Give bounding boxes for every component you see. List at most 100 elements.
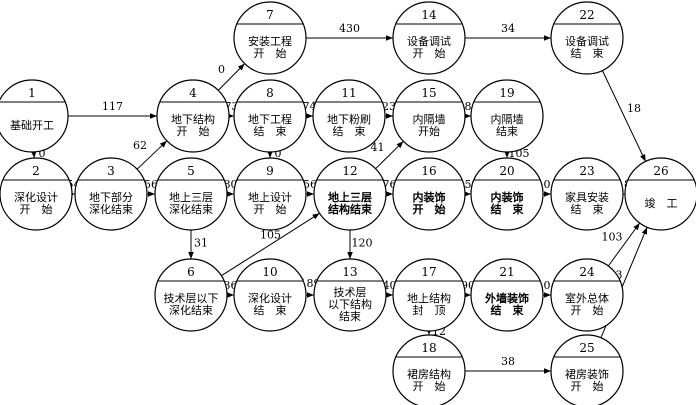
edge-duration-label: 0 (275, 147, 282, 160)
node-label-line: 深化结束 (169, 202, 213, 216)
edge-duration-label: 0 (544, 178, 551, 191)
node-label-line: 结构结束 (327, 202, 373, 216)
node-label-line: 裙房装饰 (565, 367, 609, 381)
node-label-line: 结 束 (571, 47, 604, 60)
edge-arrow (601, 70, 647, 162)
edge-duration-label: 56 (144, 178, 158, 191)
edge-duration-label: 56 (303, 178, 317, 191)
node-number: 5 (187, 164, 195, 178)
node-circle (470, 79, 544, 153)
node-label-line: 裙房结构 (407, 367, 451, 381)
node-circle (233, 79, 307, 153)
node-label-line: 地上三层 (169, 191, 213, 204)
node-label-line: 开 始 (413, 46, 446, 60)
edge-4-7: 0 (217, 63, 246, 91)
edge-arrow (217, 63, 246, 91)
node-number: 26 (653, 164, 668, 178)
edge-duration-label: 103 (602, 231, 623, 244)
node-number: 4 (189, 86, 197, 100)
node-label-line: 设备调试 (407, 34, 451, 48)
node-label-line: 技术层 (334, 286, 367, 299)
node-circle (392, 79, 466, 153)
node-label-line: 家具安装 (565, 190, 609, 204)
node-number: 25 (579, 341, 594, 355)
node-label-line: 深化设计 (14, 190, 58, 204)
node-circle (550, 334, 624, 405)
node-label-line: 以下结构 (328, 297, 372, 311)
node-label-line: 深化设计 (248, 291, 292, 305)
node-label-line: 开 始 (254, 46, 287, 60)
node-circle (392, 334, 466, 405)
node-label-line: 地下部分 (89, 190, 133, 204)
node-number: 18 (421, 341, 436, 355)
edge-duration-label: 105 (260, 229, 281, 242)
edge-18-25: 38 (465, 355, 551, 374)
edge-5-6: 31 (188, 230, 208, 259)
node-label-line: 结束 (496, 125, 518, 138)
node-circle (233, 157, 307, 231)
edge-duration-label: 120 (352, 237, 373, 250)
node-label-line: 设备调试 (565, 34, 609, 48)
node-number: 3 (107, 164, 115, 178)
edge-arrow (607, 222, 641, 267)
node-circle (313, 157, 387, 231)
node-number: 16 (421, 164, 436, 178)
node-label-line: 地下粉刷 (327, 113, 371, 126)
edge-duration-label: 23 (382, 100, 396, 113)
node-label-line: 深化结束 (89, 202, 133, 216)
node-circle (624, 157, 696, 231)
node-circle (233, 258, 307, 332)
node-number: 19 (499, 86, 514, 100)
edge-arrow (136, 140, 168, 170)
edge-3-5: 56 (144, 178, 158, 197)
node-label-line: 开 始 (413, 379, 446, 393)
node-number: 24 (579, 265, 595, 279)
node-number: 22 (579, 8, 594, 22)
node-circle (233, 1, 307, 75)
node-label-line: 地上三层 (328, 190, 372, 204)
node-number: 1 (28, 86, 36, 100)
node-circle (154, 157, 228, 231)
node-number: 21 (499, 265, 514, 279)
node-label-line: 开 始 (571, 303, 604, 317)
edge-20-23: 0 (543, 178, 551, 197)
node-circle (392, 157, 466, 231)
edge-duration-label: 0 (218, 63, 225, 76)
edge-arrow (221, 212, 320, 277)
node-circle (0, 79, 69, 153)
node-circle (0, 157, 73, 231)
node-circle (550, 1, 624, 75)
node-number: 11 (341, 86, 356, 100)
edge-9-12: 56 (303, 178, 317, 197)
node-number: 7 (266, 8, 274, 22)
node-number: 2 (32, 164, 40, 178)
node-label-line: 室外总体 (565, 291, 609, 305)
edge-7-14: 430 (306, 22, 393, 41)
node-label-line: 内隔墙 (491, 112, 524, 126)
node-label-line: 地上设计 (248, 191, 292, 204)
edge-1-4: 117 (68, 100, 157, 119)
edge-24-26: 103 (602, 222, 641, 267)
edge-duration-label: 31 (194, 237, 208, 250)
node-1: 1 基础开工 (0, 79, 69, 153)
node-label-line: 结 束 (490, 303, 525, 317)
node-circle (392, 1, 466, 75)
node-label-line: 深化结束 (169, 303, 213, 317)
node-label-line: 基础开工 (10, 119, 54, 132)
